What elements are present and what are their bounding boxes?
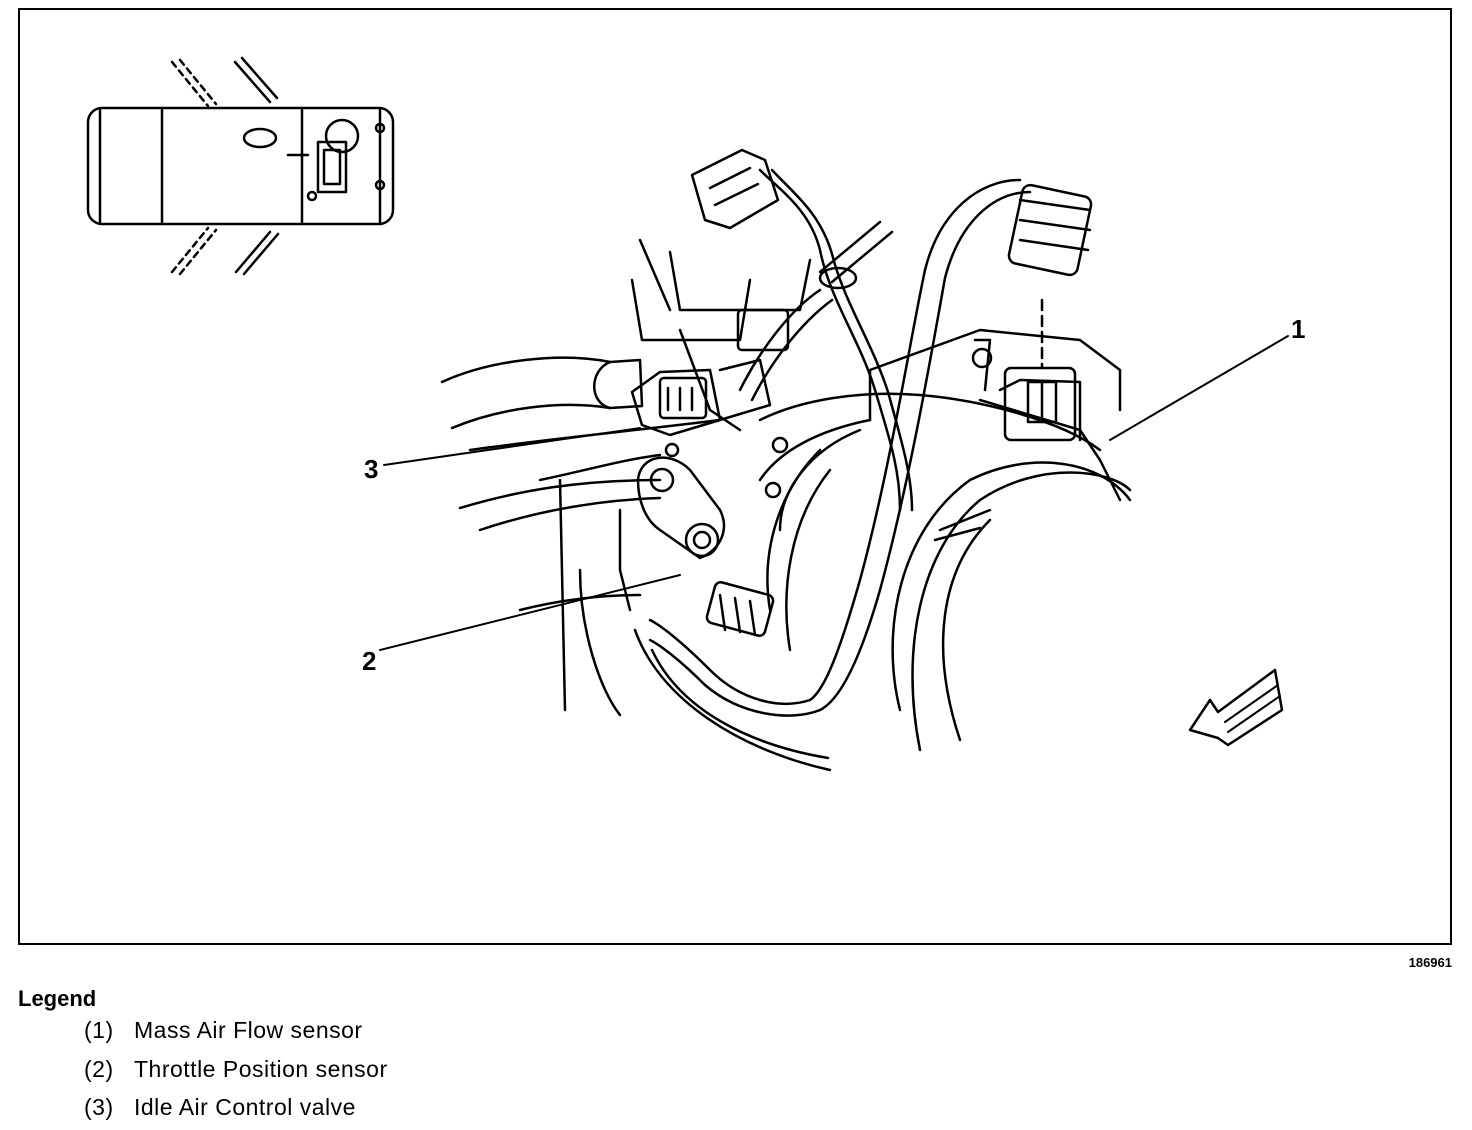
throttle-body — [758, 328, 1132, 752]
legend-title: Legend — [18, 986, 97, 1011]
callout-3: 3 — [364, 454, 378, 484]
idle-air-control-valve — [630, 358, 772, 437]
callout-1: 1 — [1291, 314, 1305, 344]
legend-item-label: Throttle Position sensor — [134, 1056, 388, 1082]
vehicle-locator-inset — [86, 56, 395, 276]
throttle-position-sensor — [636, 442, 775, 637]
legend-item-number: (2) — [84, 1056, 114, 1082]
legend-item-number: (3) — [84, 1094, 114, 1120]
callout-leaders — [379, 335, 1289, 651]
intake-assembly — [440, 238, 832, 772]
legend-item: (2) Throttle Position sensor — [84, 1056, 388, 1083]
legend-item-number: (1) — [84, 1017, 114, 1043]
figure-number: 186961 — [1408, 955, 1452, 970]
legend-item-label: Idle Air Control valve — [134, 1094, 356, 1120]
legend-item: (3) Idle Air Control valve — [84, 1094, 356, 1121]
mass-air-flow-sensor — [1003, 183, 1093, 442]
diagram-frame: 1 2 3 — [18, 8, 1452, 945]
front-direction-arrow — [1188, 668, 1284, 747]
legend-item-label: Mass Air Flow sensor — [134, 1017, 363, 1043]
callout-2: 2 — [362, 646, 376, 676]
upper-connectors — [690, 148, 894, 402]
engine-drawing: 1 2 3 — [86, 56, 1305, 772]
legend-item: (1) Mass Air Flow sensor — [84, 1017, 363, 1044]
wiring-harness — [648, 168, 1032, 717]
